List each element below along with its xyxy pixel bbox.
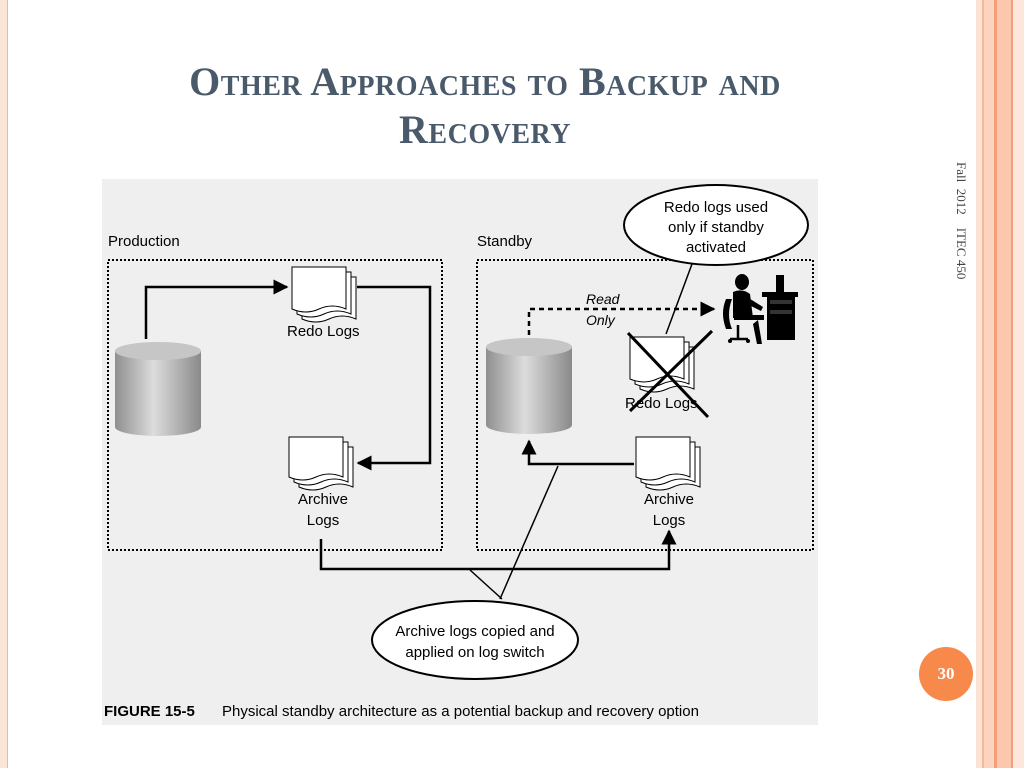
- redo-to-archive-arrow: [356, 285, 432, 471]
- bottom-callout-line2: applied on log switch: [405, 644, 544, 661]
- production-redo-logs-icon: [291, 266, 357, 323]
- user-at-desk-icon: [723, 274, 798, 344]
- archive-copy-arrow: [319, 529, 677, 571]
- slide-title: Other Approaches to Backup and Recovery: [60, 58, 910, 154]
- top-callout-line1: Redo logs used: [664, 199, 768, 216]
- bottom-callout-bubble: [371, 600, 579, 680]
- standby-architecture-diagram: Production Standby Redo Logs Archive Log…: [102, 179, 818, 725]
- cross-out-icon: [626, 329, 714, 419]
- top-callout-line3: activated: [686, 239, 746, 256]
- caption-text: Physical standby architecture as a poten…: [222, 703, 699, 720]
- db-to-redo-arrow: [144, 279, 289, 339]
- title-line-1: Other Approaches to Backup and: [189, 59, 781, 104]
- production-archive-label-line2: Logs: [307, 512, 340, 529]
- production-database-icon: [115, 342, 201, 436]
- standby-box: [476, 259, 814, 551]
- production-redo-logs-label: Redo Logs: [287, 323, 360, 340]
- production-archive-logs-icon: [288, 436, 354, 491]
- bottom-callout-pointer-left: [469, 569, 503, 600]
- archive-to-standby-db-arrow: [521, 439, 634, 466]
- read-only-label-line1: Read: [586, 291, 621, 307]
- top-callout-pointer: [665, 263, 693, 335]
- page-number-badge: 30: [919, 647, 973, 701]
- standby-database-icon: [486, 338, 572, 434]
- standby-archive-logs-icon: [635, 436, 701, 491]
- bottom-callout-line1: Archive logs copied and: [395, 623, 554, 640]
- production-archive-label-line1: Archive: [298, 491, 348, 508]
- side-label: Fall 2012 ITEC 450: [954, 162, 969, 280]
- read-only-label-line2: Only: [586, 312, 616, 328]
- top-callout-line2: only if standby: [668, 219, 764, 236]
- standby-archive-label-line2: Logs: [653, 512, 686, 529]
- caption-figure-number: FIGURE 15-5: [104, 703, 195, 720]
- standby-label: Standby: [477, 233, 533, 250]
- decorative-right-bands: [976, 0, 1024, 768]
- title-line-2: Recovery: [399, 107, 571, 152]
- page-border-left: [0, 0, 8, 768]
- top-callout-bubble: [623, 184, 809, 266]
- bottom-callout-pointer-right: [499, 465, 559, 600]
- standby-archive-label-line1: Archive: [644, 491, 694, 508]
- production-label: Production: [108, 233, 180, 250]
